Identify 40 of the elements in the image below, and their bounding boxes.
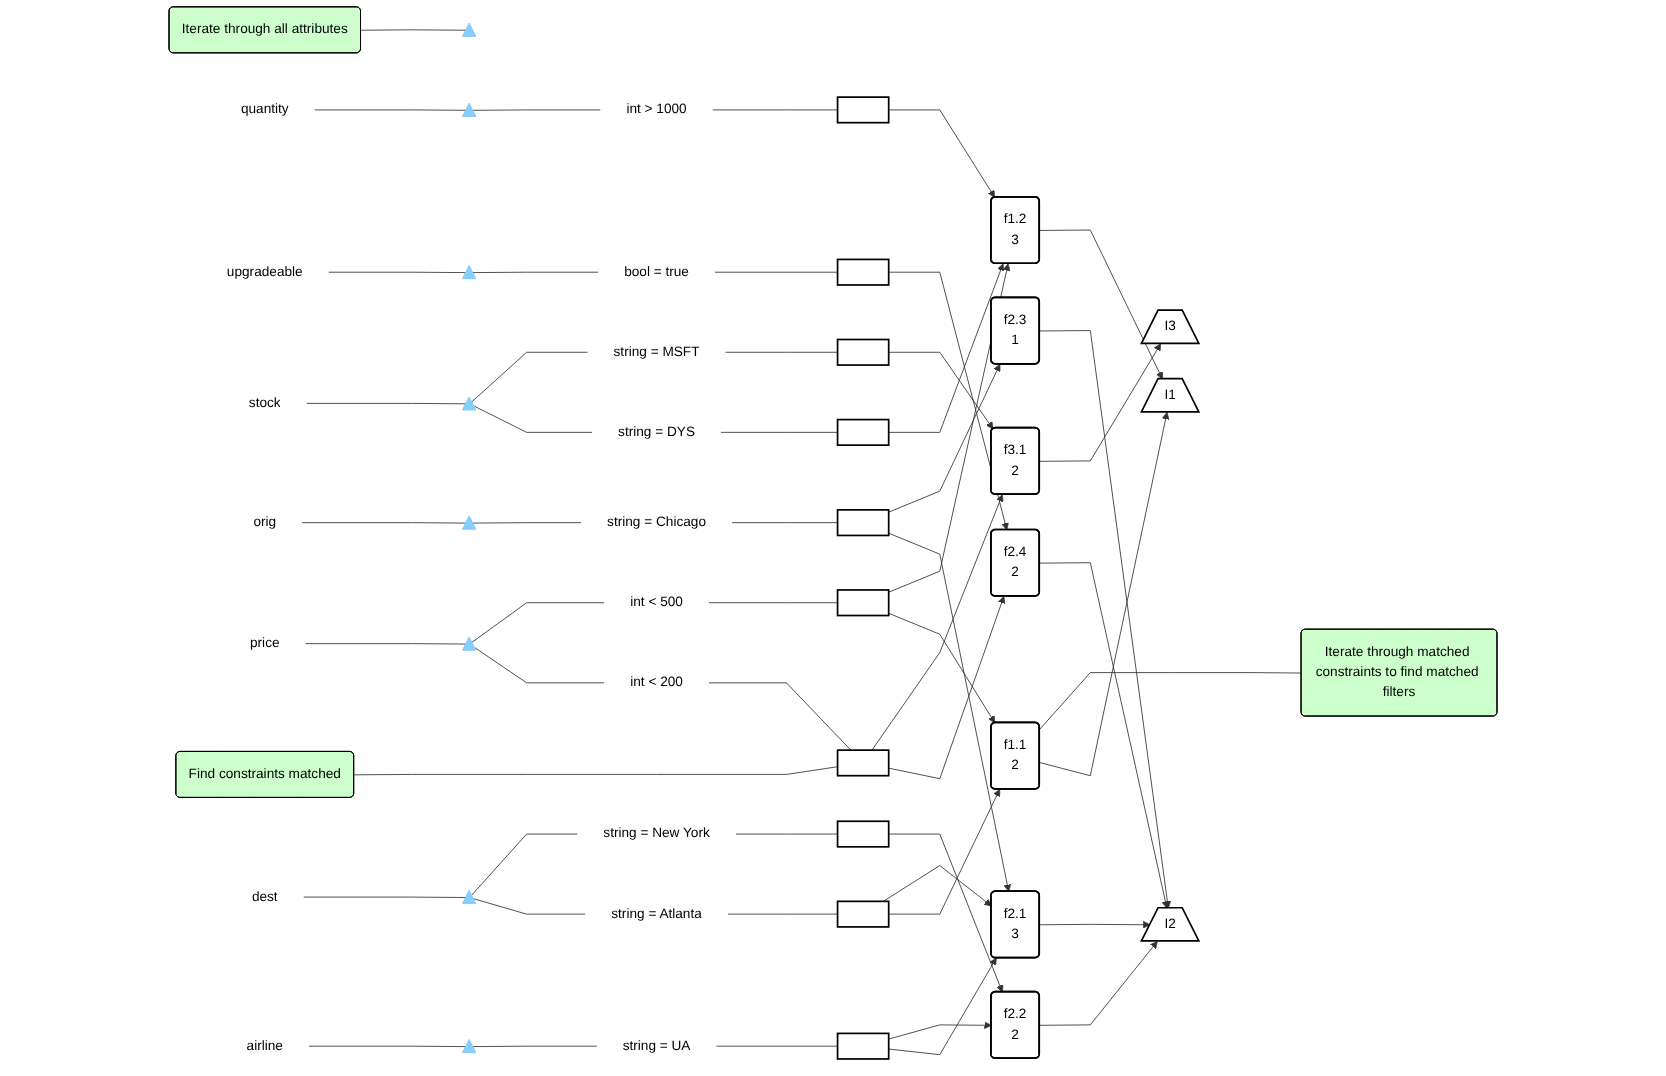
connector — [302, 896, 467, 898]
connector — [734, 833, 838, 835]
connector — [353, 766, 838, 776]
node-box — [836, 509, 890, 537]
connector — [715, 1045, 838, 1047]
connector — [313, 109, 467, 111]
connector — [472, 898, 587, 915]
connector — [473, 405, 593, 433]
connector — [301, 522, 467, 524]
connector — [471, 602, 606, 643]
connector — [308, 1045, 467, 1048]
node-box — [836, 900, 890, 928]
node-box — [836, 749, 890, 777]
connector — [471, 833, 579, 896]
node-box — [836, 96, 890, 124]
connector — [708, 682, 852, 751]
connector — [327, 271, 467, 274]
connector — [708, 602, 838, 604]
connector — [360, 29, 467, 31]
connector — [304, 643, 467, 645]
node-box — [836, 338, 890, 366]
connector — [474, 646, 606, 684]
node-box — [836, 258, 890, 286]
connector — [731, 522, 838, 524]
connector — [726, 913, 838, 915]
connector — [472, 522, 582, 524]
connector — [724, 351, 838, 353]
connector — [711, 109, 838, 111]
connector — [471, 351, 589, 403]
node-box — [836, 1032, 890, 1060]
node-box — [836, 589, 890, 617]
connector — [472, 1045, 598, 1048]
node-box — [836, 418, 890, 446]
connector — [1039, 672, 1302, 730]
connector — [472, 109, 602, 111]
connector — [714, 271, 838, 273]
connector — [720, 431, 838, 433]
connector — [472, 271, 599, 274]
node-box — [836, 820, 890, 848]
connector — [305, 402, 467, 405]
